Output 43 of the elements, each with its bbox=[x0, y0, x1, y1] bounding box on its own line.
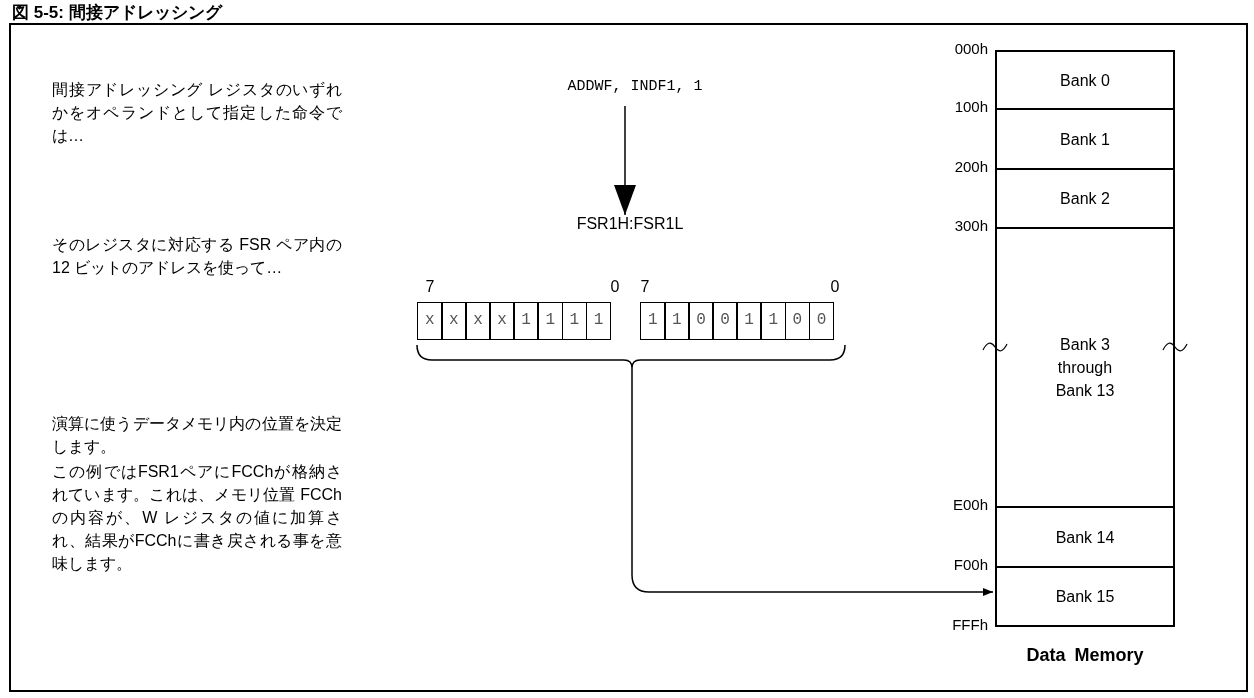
address-label: E00h bbox=[951, 496, 988, 513]
bit-value: 1 bbox=[513, 302, 539, 340]
bit-value: x bbox=[489, 302, 515, 340]
bit-value: 0 bbox=[784, 302, 811, 340]
bit-value: x bbox=[417, 302, 443, 340]
note-text: 間接アドレッシング レジスタのいずれかをオペランドとして指定した命令では… bbox=[52, 80, 342, 146]
memory-bank: Bank 2 bbox=[995, 168, 1175, 229]
bit-value: 1 bbox=[640, 302, 666, 340]
bit-value: 1 bbox=[561, 302, 588, 340]
bit-number: 0 bbox=[829, 278, 841, 296]
memory-bank: Bank 1 bbox=[995, 108, 1175, 170]
arrow bbox=[631, 367, 994, 596]
note-text: この例ではFSR1ペアにFCChが格納されています。これは、メモリ位置 FCCh の内容が、W レジスタの値に加算され、結果がFCChに書き戻される事を意味します。 bbox=[52, 462, 342, 574]
memory-title: Data Memory bbox=[1025, 645, 1145, 666]
note-text: そのレジスタに対応する FSR ペア内の 12 ビットのアドレスを使って… bbox=[52, 235, 342, 278]
instruction-text: ADDWF, INDF1, 1 bbox=[510, 78, 760, 100]
address-label: 100h bbox=[953, 98, 988, 115]
bit-value: 1 bbox=[585, 302, 612, 340]
bit-value: 0 bbox=[688, 302, 714, 340]
bit-value: 1 bbox=[760, 302, 787, 340]
address-label: FFFh bbox=[951, 616, 988, 633]
bit-number: 0 bbox=[609, 278, 621, 296]
bit-value: 1 bbox=[537, 302, 564, 340]
bit-value: 1 bbox=[736, 302, 762, 340]
register-name: FSR1H:FSR1L bbox=[575, 215, 685, 233]
address-label: 200h bbox=[953, 158, 988, 175]
bit-value: 1 bbox=[664, 302, 690, 340]
bit-value: x bbox=[441, 302, 467, 340]
address-label: 000h bbox=[953, 40, 988, 57]
bit-value: 0 bbox=[808, 302, 835, 340]
note-text: 演算に使うデータメモリ内の位置を決定します。 bbox=[52, 414, 342, 457]
bit-value: 0 bbox=[712, 302, 738, 340]
memory-bank: Bank 3 through Bank 13 bbox=[995, 227, 1175, 508]
memory-bank: Bank 15 bbox=[995, 566, 1175, 627]
bit-number: 7 bbox=[424, 278, 436, 296]
bit-number: 7 bbox=[639, 278, 651, 296]
figure-title: 図 5-5: 間接アドレッシング bbox=[12, 2, 222, 24]
memory-bank: Bank 14 bbox=[995, 506, 1175, 568]
address-label: 300h bbox=[953, 217, 988, 234]
memory-bank: Bank 0 bbox=[995, 50, 1175, 110]
address-label: F00h bbox=[952, 556, 988, 573]
bit-value: x bbox=[465, 302, 491, 340]
arrow bbox=[614, 105, 636, 216]
